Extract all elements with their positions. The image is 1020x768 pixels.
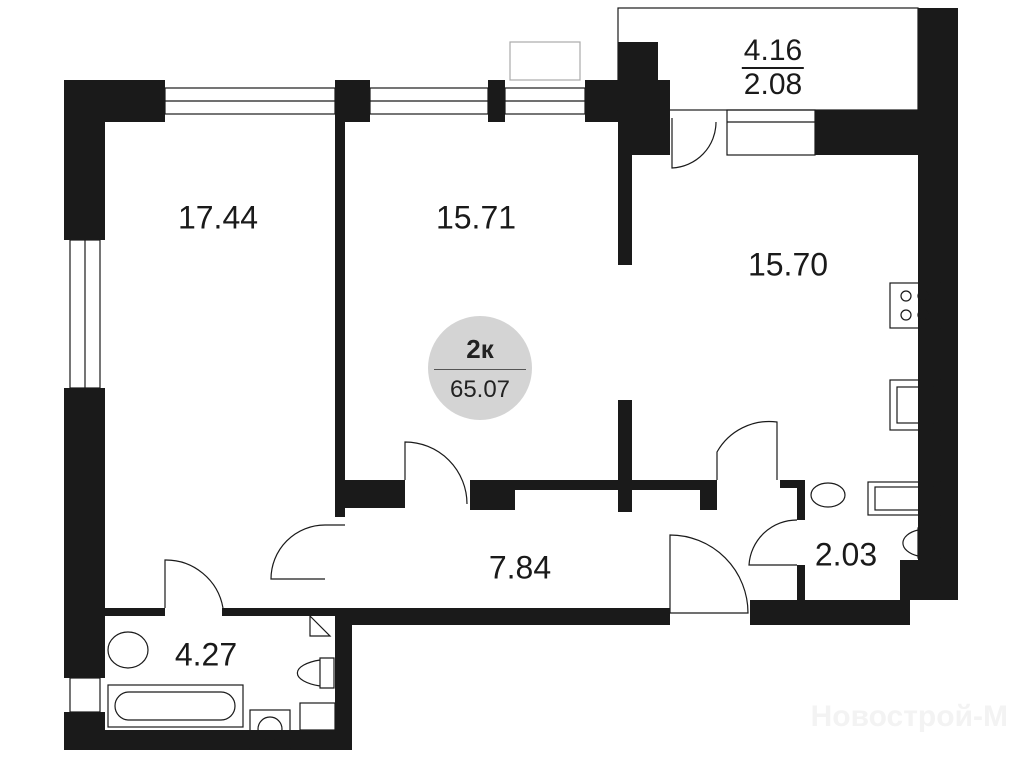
- toilet-area-label: 2.03: [814, 536, 878, 573]
- walls: [64, 8, 958, 750]
- room-count: 2к: [466, 334, 494, 364]
- room-area-label: 17.44: [177, 199, 259, 236]
- balcony-area: 4.16: [741, 34, 805, 69]
- total-area: 65.07: [449, 376, 511, 403]
- windows-and-doors: [69, 7, 941, 749]
- watermark: Новострой-М: [810, 700, 1008, 733]
- badge-divider: [434, 369, 526, 370]
- balcony-area-label: 4.16 2.08: [741, 34, 805, 102]
- kitchen-area-label: 15.70: [747, 246, 829, 283]
- apartment-badge: 2к 65.07: [428, 316, 532, 420]
- balcony-reduced-area: 2.08: [743, 68, 803, 101]
- hallway-area-label: 7.84: [488, 549, 552, 586]
- room-area-label: 15.71: [435, 199, 517, 236]
- bathroom-area-label: 4.27: [174, 636, 238, 673]
